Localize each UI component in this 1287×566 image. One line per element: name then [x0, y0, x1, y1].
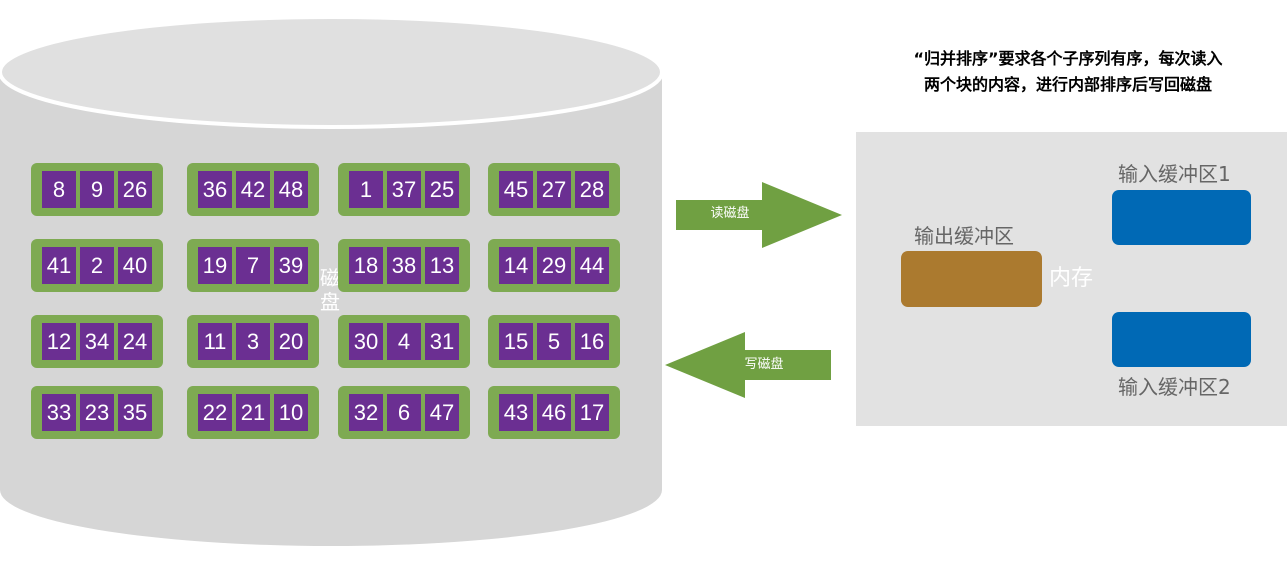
record-cell: 47	[425, 394, 459, 431]
record-cell: 19	[198, 247, 232, 284]
record-cell: 15	[499, 323, 533, 360]
input-buffer-2	[1112, 312, 1251, 367]
record-cell: 10	[274, 394, 308, 431]
record-cell: 2	[80, 247, 114, 284]
record-cell: 26	[118, 171, 152, 208]
record-cell: 32	[349, 394, 383, 431]
record-cell: 37	[387, 171, 421, 208]
record-cell: 8	[42, 171, 76, 208]
record-cell: 23	[80, 394, 114, 431]
record-cell: 12	[42, 323, 76, 360]
output-buffer-title: 输出缓冲区	[914, 224, 1014, 248]
record-cell: 6	[387, 394, 421, 431]
record-cell: 43	[499, 394, 533, 431]
memory-panel: 输入缓冲区1 输出缓冲区 内存 输入缓冲区2	[856, 132, 1287, 426]
disk-label: 磁盘	[320, 266, 340, 314]
record-cell: 9	[80, 171, 114, 208]
record-cell: 1	[349, 171, 383, 208]
record-cell: 4	[387, 323, 421, 360]
record-cell: 11	[198, 323, 232, 360]
input-buffer-1-title: 输入缓冲区1	[1118, 162, 1231, 186]
record-cell: 18	[349, 247, 383, 284]
record-cell: 28	[575, 171, 609, 208]
record-cell: 29	[537, 247, 571, 284]
record-cell: 14	[499, 247, 533, 284]
record-cell: 36	[198, 171, 232, 208]
record-cell: 45	[499, 171, 533, 208]
record-cell: 34	[80, 323, 114, 360]
record-cell: 31	[425, 323, 459, 360]
record-cell: 42	[236, 171, 270, 208]
record-cell: 38	[387, 247, 421, 284]
note-line-2: 两个块的内容，进行内部排序后写回磁盘	[923, 75, 1212, 94]
record-cell: 40	[118, 247, 152, 284]
write-arrow	[665, 332, 831, 398]
input-buffer-1	[1112, 190, 1251, 245]
record-cell: 3	[236, 323, 270, 360]
disk-top	[0, 15, 664, 129]
write-disk-label: 写磁盘	[744, 357, 784, 372]
record-cell: 27	[537, 171, 571, 208]
record-cell: 22	[198, 394, 232, 431]
read-disk-label: 读磁盘	[710, 206, 750, 221]
record-cell: 16	[575, 323, 609, 360]
memory-label: 内存	[1049, 266, 1094, 291]
record-cell: 20	[274, 323, 308, 360]
record-cell: 41	[42, 247, 76, 284]
record-cell: 44	[575, 247, 609, 284]
record-cell: 7	[236, 247, 270, 284]
record-cell: 13	[425, 247, 459, 284]
read-arrow	[676, 182, 842, 248]
merge-sort-note: “归并排序”要求各个子序列有序，每次读入 两个块的内容，进行内部排序后写回磁盘	[860, 46, 1276, 98]
record-cell: 48	[274, 171, 308, 208]
record-cell: 33	[42, 394, 76, 431]
record-cell: 21	[236, 394, 270, 431]
record-cell: 35	[118, 394, 152, 431]
output-buffer	[901, 251, 1042, 307]
record-cell: 30	[349, 323, 383, 360]
record-cell: 25	[425, 171, 459, 208]
input-buffer-2-title: 输入缓冲区2	[1118, 375, 1231, 399]
record-cell: 24	[118, 323, 152, 360]
record-cell: 39	[274, 247, 308, 284]
record-cell: 46	[537, 394, 571, 431]
record-cell: 5	[537, 323, 571, 360]
note-line-1: “归并排序”要求各个子序列有序，每次读入	[913, 49, 1223, 68]
record-cell: 17	[575, 394, 609, 431]
